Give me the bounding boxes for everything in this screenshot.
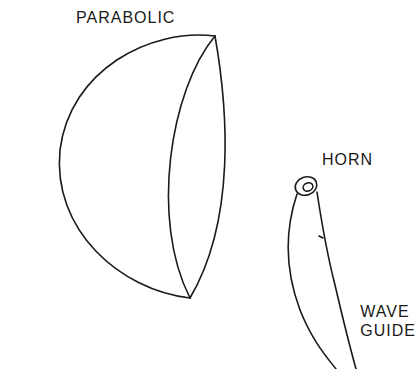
- part-label: PARABOLIC: [76, 8, 175, 27]
- waveguide-wall: [288, 194, 336, 369]
- dish-rim-right: [190, 36, 225, 298]
- part-label: WAVE GUIDE: [360, 302, 416, 340]
- waveguide-mark: [319, 236, 323, 238]
- part-label: HORN: [322, 150, 373, 169]
- waveguide-wall: [317, 192, 356, 369]
- dish-back: [59, 35, 215, 298]
- horn-inner: [302, 182, 314, 193]
